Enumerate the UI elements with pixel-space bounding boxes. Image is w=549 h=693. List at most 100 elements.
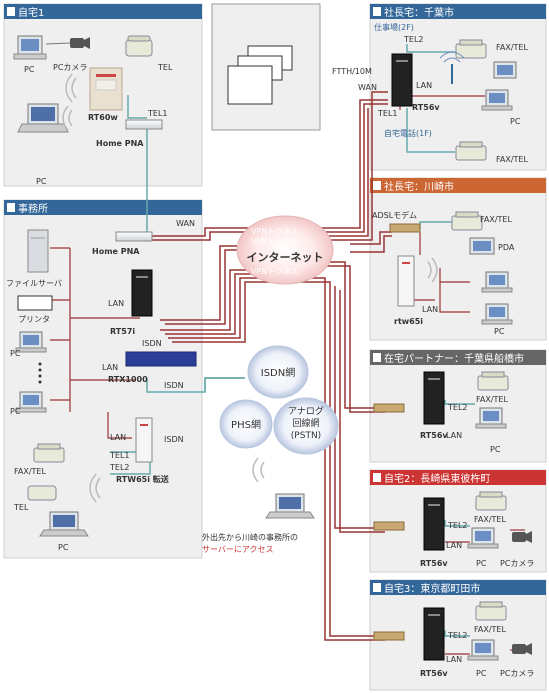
- office-lan2-label: LAN: [102, 363, 118, 372]
- machida-devices: TEL2 FAX/TEL LAN RT56v PC PCカメラ: [373, 601, 534, 678]
- home-pna-device-icon: [125, 119, 163, 130]
- rtx1000-router-icon: [125, 351, 197, 367]
- home1-tel1-label: TEL1: [147, 109, 168, 118]
- fax-icon: [477, 371, 509, 391]
- panel-title-chiba: 社長宅：千葉市: [384, 6, 454, 19]
- office-isdn3-label: ISDN: [164, 435, 184, 444]
- chiba-fax-tel-label-2: FAX/TEL: [496, 155, 528, 164]
- laptop-icon: [265, 493, 315, 519]
- pc-icon: [481, 271, 513, 293]
- home1-pc-camera-label: PCカメラ: [53, 63, 87, 72]
- office-pc2-label: PC: [10, 407, 21, 416]
- pc-icon: [481, 303, 513, 325]
- remote-access: 外出先から川崎の事務所の サーバーにアクセス: [202, 457, 315, 554]
- home1-pc-top-label: PC: [24, 65, 35, 74]
- machida-fax-tel-label: FAX/TEL: [474, 625, 506, 634]
- office-file-server-label: ファイルサーバ: [6, 279, 62, 288]
- panel-title-funabashi: 在宅パートナー：千葉県船橋市: [384, 352, 524, 365]
- office-lan3-label: LAN: [110, 433, 126, 442]
- nagasaki-rt56v-label: RT56v: [420, 559, 448, 568]
- panel-kawasaki: 社長宅：川崎市: [369, 177, 547, 341]
- pc-icon: [13, 35, 47, 60]
- panel-title-home1: 自宅1: [18, 6, 44, 19]
- chiba-devices: 仕事場(2F) TEL2 FAX/TEL FTTH/10M LAN WAN RT…: [332, 22, 528, 164]
- pc-icon: [15, 391, 47, 413]
- funabashi-lan-label: LAN: [446, 431, 462, 440]
- home1-router-label: RT60w: [88, 113, 118, 122]
- phone-icon: [27, 485, 57, 501]
- kawasaki-rtw65i-label: rtw65i: [394, 317, 423, 326]
- panel-title-machida: 自宅3：東京都町田市: [384, 582, 480, 595]
- nagasaki-tel2-label: TEL2: [447, 521, 468, 530]
- chiba-sub-home: 自宅電話(1F): [384, 128, 432, 138]
- remote-access-line-2: サーバーにアクセス: [202, 545, 274, 554]
- adsl-modem-icon: [389, 223, 421, 233]
- kawasaki-pda-label: PDA: [498, 243, 515, 252]
- antenna-icon: [439, 51, 465, 84]
- home1-pc-bottom-label: PC: [36, 177, 47, 186]
- home1-tel-label: TEL: [157, 63, 173, 72]
- hosting-devices: [227, 45, 293, 105]
- office-wan-label: WAN: [176, 219, 195, 228]
- pc-camera-icon: [512, 643, 532, 655]
- analog-network-label-2: 回線網: [292, 417, 319, 429]
- server-icon: [27, 229, 49, 273]
- office-tel-label: TEL: [13, 503, 29, 512]
- ellipsis-dots: [38, 362, 42, 384]
- home1-home-pna-label: Home PNA: [96, 139, 144, 148]
- internet-label: インターネット: [247, 251, 324, 264]
- office-fax-tel-label: FAX/TEL: [14, 467, 46, 476]
- office-tel1-label: TEL1: [109, 451, 130, 460]
- phone-icon: [125, 35, 153, 57]
- kawasaki-devices: ADSLモデム FAX/TEL PDA LAN rtw6: [372, 210, 515, 336]
- chiba-wan-label: WAN: [358, 83, 377, 92]
- home-pna-device-icon: [115, 231, 153, 242]
- vpn-label-3: VPNトンネル: [251, 267, 299, 276]
- pda-icon: [469, 237, 495, 255]
- nagasaki-devices: TEL2 FAX/TEL LAN RT56v PC PCカメラ: [373, 491, 534, 568]
- office-home-pna-label: Home PNA: [92, 247, 140, 256]
- machida-lan-label: LAN: [446, 655, 462, 664]
- router-rt56v-icon: [423, 371, 445, 425]
- office-isdn2-label: ISDN: [164, 381, 184, 390]
- chiba-tel2-label: TEL2: [403, 35, 424, 44]
- panel-title-kawasaki: 社長宅：川崎市: [384, 180, 454, 193]
- internet-cloud: インターネット VPNトンネル VPNトンネル VPNトンネル: [236, 215, 334, 285]
- pc-icon: [475, 407, 507, 429]
- nagasaki-lan-label: LAN: [446, 541, 462, 550]
- router-rt56v-icon: [423, 607, 445, 661]
- isdn-lines: [204, 377, 245, 392]
- chiba-lan-label: LAN: [416, 81, 432, 90]
- router-rt60w-icon: [89, 67, 123, 111]
- fax-icon: [33, 443, 65, 463]
- kawasaki-pc-label: PC: [494, 327, 505, 336]
- nagasaki-fax-tel-label: FAX/TEL: [474, 515, 506, 524]
- printer-icon: [17, 295, 53, 311]
- panel-title-nagasaki: 自宅2：長崎県東彼杵町: [384, 472, 490, 485]
- fax-icon: [455, 141, 487, 161]
- router-rtw65i-icon: [135, 417, 153, 463]
- office-pc1-label: PC: [10, 349, 21, 358]
- office-rt57i-label: RT57i: [110, 327, 135, 336]
- chiba-rt56v-label: RT56v: [412, 103, 440, 112]
- modem-icon: [373, 403, 405, 413]
- office-devices: WAN Home PNA ファイルサーバ LAN プリンタ RT57i ISDN…: [6, 219, 197, 552]
- fax-icon: [475, 491, 507, 511]
- laptop-icon: [39, 511, 89, 537]
- isdn-network-label: ISDN網: [261, 366, 295, 379]
- office-lan1-label: LAN: [108, 299, 124, 308]
- pc-camera-icon: [512, 531, 532, 543]
- analog-network-label-1: アナログ: [288, 405, 324, 417]
- panel-title-office: 事務所: [18, 202, 48, 215]
- router-rt56v-icon: [391, 53, 413, 107]
- machida-tel2-label: TEL2: [447, 631, 468, 640]
- panel-home1: 自宅1: [3, 3, 203, 187]
- analog-network: アナログ 回線網 (PSTN): [273, 397, 339, 455]
- funabashi-devices: TEL2 FAX/TEL RT56v LAN PC: [373, 371, 509, 454]
- phs-network-label: PHS網: [231, 418, 261, 431]
- pc-icon: [481, 89, 513, 111]
- router-rt57i-icon: [131, 269, 153, 317]
- office-printer-label: プリンタ: [18, 315, 50, 324]
- vpn-label-1: VPNトンネル: [251, 227, 299, 236]
